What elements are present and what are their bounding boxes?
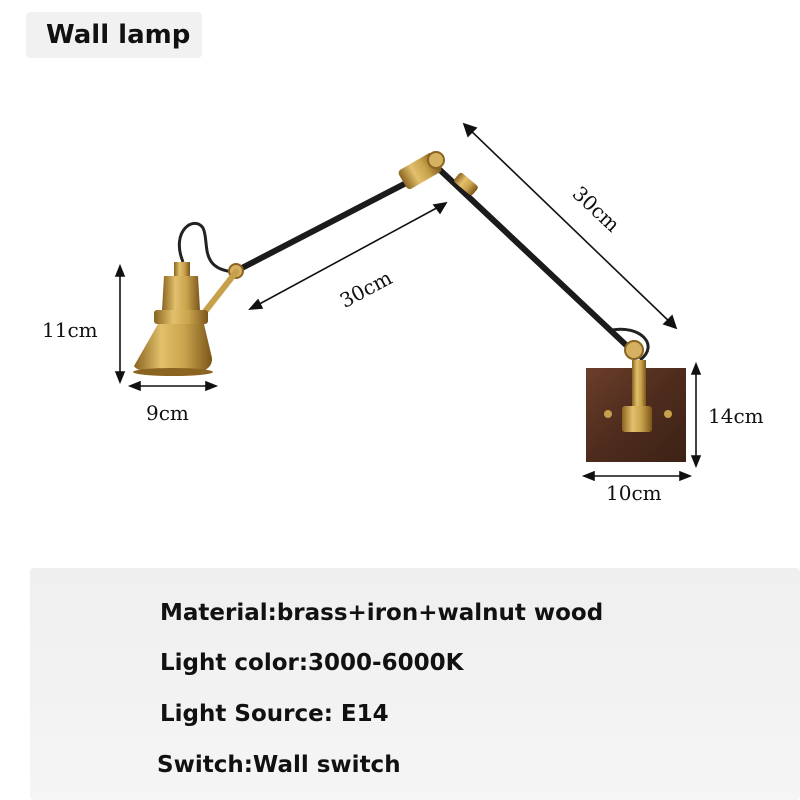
- dim-shade-height: [114, 263, 126, 385]
- title-badge: Wall lamp: [26, 12, 202, 58]
- page-title: Wall lamp: [46, 20, 191, 50]
- walnut-base: [586, 340, 686, 462]
- lamp-shade: [133, 262, 213, 376]
- label-base-height: 14cm: [708, 404, 764, 428]
- lower-arm: [235, 177, 415, 273]
- label-arm-upper: 30cm: [568, 181, 625, 237]
- wall-cord: [611, 327, 650, 362]
- dim-arm-upper: [462, 122, 678, 330]
- spec-panel: [30, 568, 800, 800]
- lamp-illustration: 11cm 9cm 30cm 30cm 14cm 10cm: [42, 122, 764, 505]
- upper-arm: [437, 167, 629, 348]
- spec-light-color: Light color:3000-6000K: [160, 650, 464, 676]
- dim-base-width: [581, 470, 693, 482]
- power-cord: [177, 221, 237, 274]
- label-base-width: 10cm: [606, 481, 662, 505]
- label-shade-height: 11cm: [42, 318, 98, 342]
- label-shade-width: 9cm: [146, 401, 189, 425]
- elbow-joint: [398, 151, 478, 196]
- dim-arm-lower: [248, 201, 448, 310]
- spec-switch: Switch:Wall switch: [157, 752, 401, 778]
- dim-shade-width: [127, 380, 219, 392]
- label-arm-lower: 30cm: [336, 265, 396, 312]
- spec-light-source: Light Source: E14: [160, 701, 389, 727]
- shade-joint: [197, 263, 244, 321]
- spec-material: Material:brass+iron+walnut wood: [160, 600, 604, 626]
- dim-base-height: [690, 361, 702, 469]
